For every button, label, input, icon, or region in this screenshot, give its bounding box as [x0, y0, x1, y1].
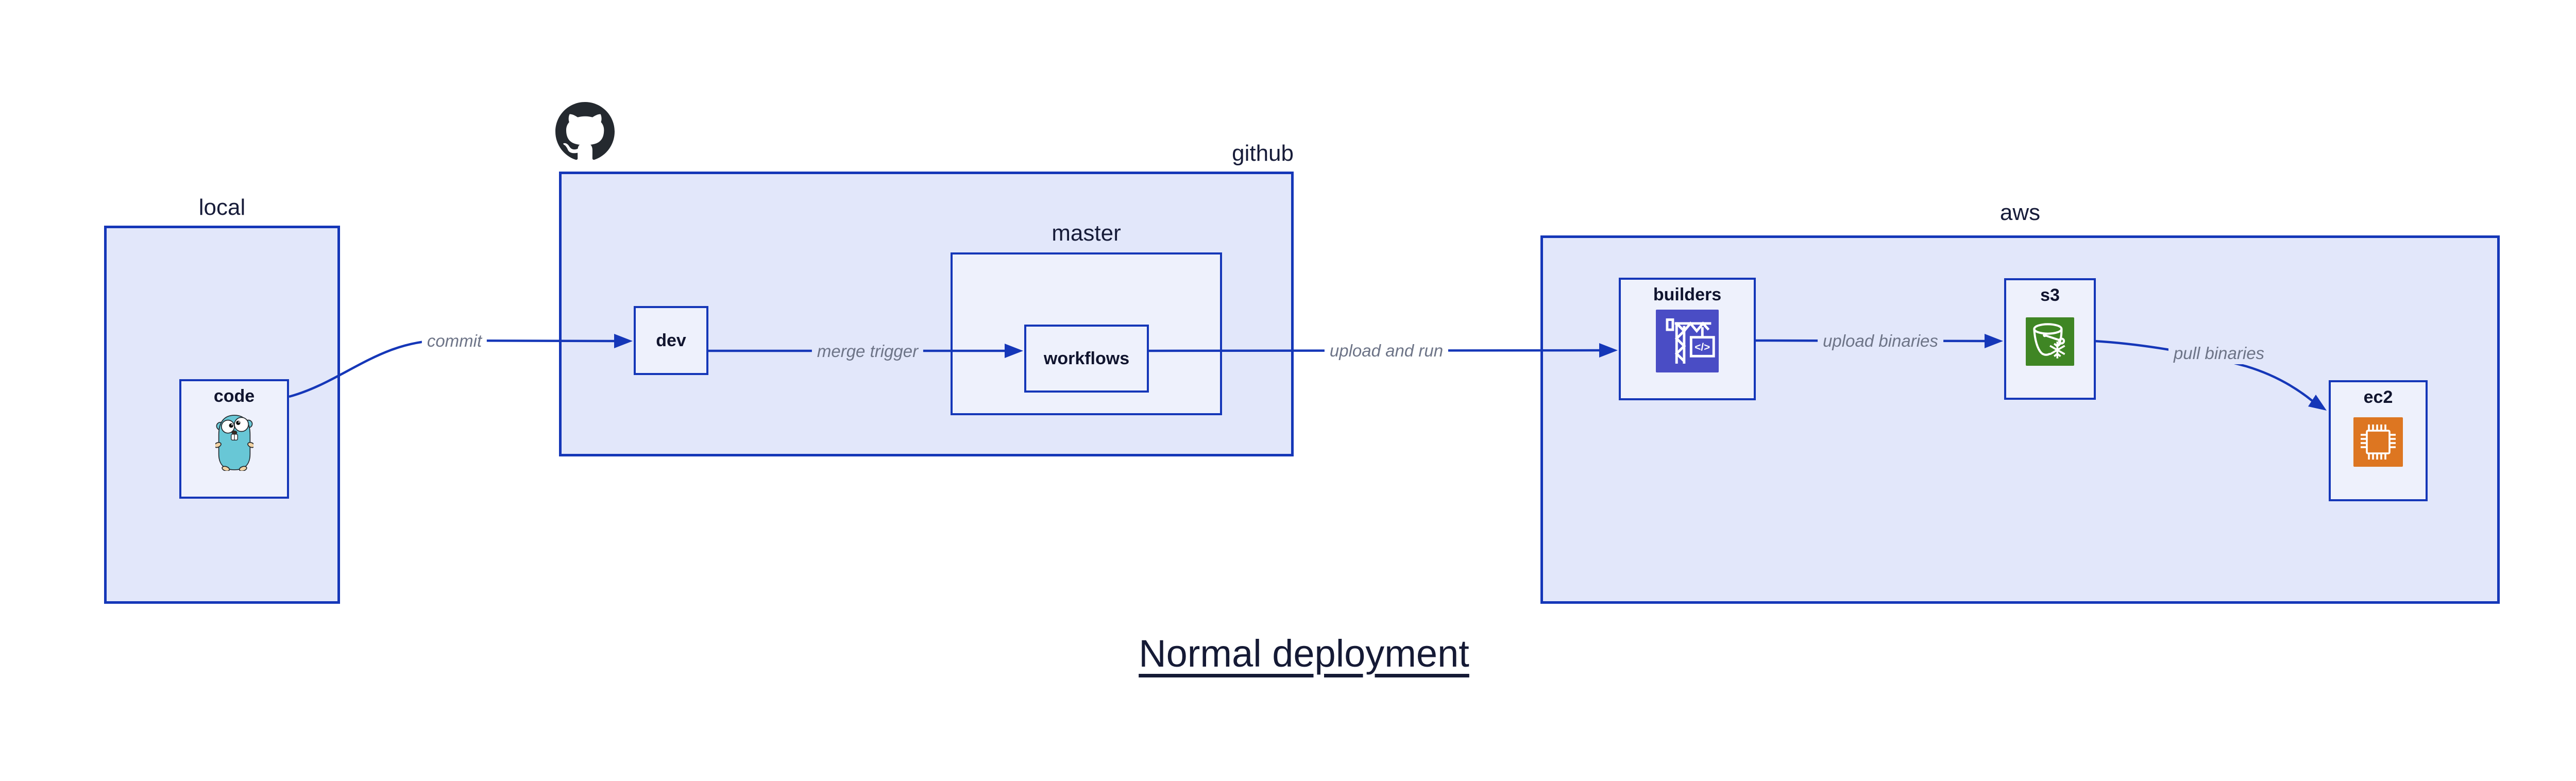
node-label-workflows: workflows — [1043, 348, 1130, 368]
edge-label-pull-binaries: pull binaries — [2168, 343, 2270, 364]
edge-label-merge-trigger: merge trigger — [811, 341, 924, 362]
node-dev: dev — [634, 306, 708, 375]
node-workflows: workflows — [1024, 325, 1149, 393]
go-gopher-icon — [213, 414, 255, 472]
node-code: code — [179, 379, 289, 499]
diagram-title: Normal deployment — [1139, 632, 1469, 675]
container-label-aws: aws — [1999, 200, 2041, 225]
github-octocat-icon — [555, 102, 615, 161]
node-label-code: code — [213, 386, 255, 406]
container-label-master: master — [1052, 220, 1121, 246]
ec2-chip-icon — [2353, 417, 2403, 467]
node-label-s3: s3 — [2040, 285, 2060, 305]
node-builders: builders </> — [1619, 278, 1756, 400]
node-label-ec2: ec2 — [2363, 387, 2393, 407]
node-label-builders: builders — [1653, 285, 1722, 304]
s3-bucket-icon — [2026, 317, 2074, 366]
container-label-local: local — [198, 195, 246, 220]
edge-label-commit: commit — [421, 330, 487, 352]
node-ec2: ec2 — [2329, 380, 2428, 501]
container-label-github: github — [1232, 141, 1294, 166]
node-label-dev: dev — [656, 330, 686, 350]
codebuild-crane-icon: </> — [1656, 310, 1719, 372]
codebuild-icon-text: </> — [1694, 341, 1710, 353]
edge-label-upload-and-run: upload and run — [1324, 340, 1449, 362]
edge-label-upload-binaries: upload binaries — [1818, 330, 1943, 352]
node-s3: s3 — [2004, 278, 2096, 400]
